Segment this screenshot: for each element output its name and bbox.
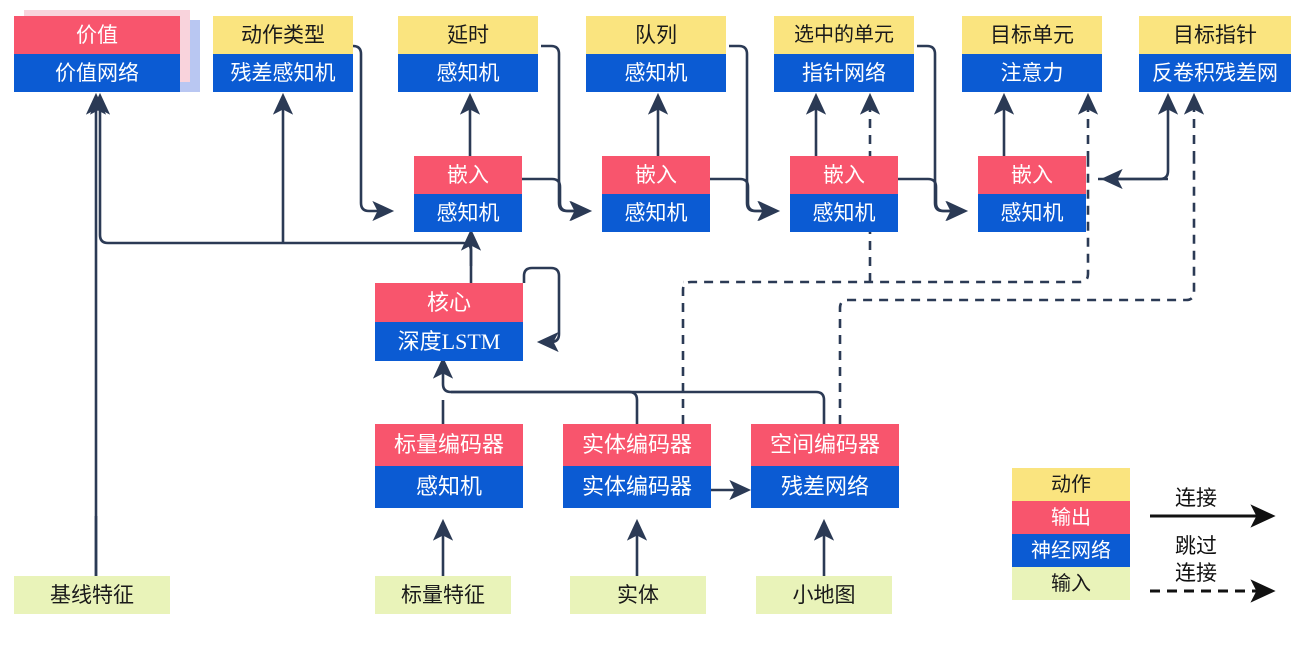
wire-queue-to-embed3: [729, 44, 780, 222]
legend-swatch-network: 神经网络: [1012, 534, 1130, 567]
embedding-1-network: 感知机: [414, 194, 522, 232]
head-selected-units-network: 指针网络: [774, 54, 914, 92]
encoder-scalar-network: 感知机: [375, 466, 523, 508]
input-scalar-features[interactable]: 标量特征: [375, 576, 511, 614]
embedding-1[interactable]: 嵌入 感知机: [414, 156, 522, 232]
head-target-point-network: 反卷积残差网: [1139, 54, 1291, 92]
embedding-3-output: 嵌入: [790, 156, 898, 194]
wire-embed4-to-deconv: [1098, 92, 1179, 181]
head-value[interactable]: 价值 价值网络: [14, 16, 180, 92]
encoder-spatial-output: 空间编码器: [751, 424, 899, 466]
head-action-type[interactable]: 动作类型 残差感知机: [213, 16, 353, 92]
encoder-scalar[interactable]: 标量编码器 感知机: [375, 424, 523, 508]
wire-entityenc-to-core: [432, 356, 639, 424]
embedding-4-output: 嵌入: [978, 156, 1086, 194]
head-target-unit-action: 目标单元: [962, 16, 1102, 54]
embedding-3-network: 感知机: [790, 194, 898, 232]
wire-delay-to-embed2: [541, 44, 592, 222]
wire-selected-to-embed4: [917, 44, 968, 222]
core-output: 核心: [375, 283, 523, 322]
head-target-unit[interactable]: 目标单元 注意力: [962, 16, 1102, 92]
head-target-point-action: 目标指针: [1139, 16, 1291, 54]
embedding-3[interactable]: 嵌入 感知机: [790, 156, 898, 232]
encoder-entity-output: 实体编码器: [563, 424, 711, 466]
embedding-2-network: 感知机: [602, 194, 710, 232]
encoder-scalar-output: 标量编码器: [375, 424, 523, 466]
head-target-unit-network: 注意力: [962, 54, 1102, 92]
wire-embed2-to-embed3: [709, 177, 781, 222]
head-value-action: 价值: [14, 16, 180, 54]
head-target-point[interactable]: 目标指针 反卷积残差网: [1139, 16, 1291, 92]
embedding-2[interactable]: 嵌入 感知机: [602, 156, 710, 232]
core-network: 深度LSTM: [375, 322, 523, 361]
wire-core-self-loop: [522, 266, 561, 353]
legend-swatches: 动作 输出 神经网络 输入: [1012, 468, 1130, 600]
embedding-4-network: 感知机: [978, 194, 1086, 232]
legend-swatch-input: 输入: [1012, 567, 1130, 600]
encoder-entity[interactable]: 实体编码器 实体编码器: [563, 424, 711, 508]
wire-embed3-to-embed4: [897, 177, 969, 222]
encoder-spatial[interactable]: 空间编码器 残差网络: [751, 424, 899, 508]
embedding-2-output: 嵌入: [602, 156, 710, 194]
head-queue-network: 感知机: [586, 54, 726, 92]
wire-embed1-to-embed2: [521, 177, 593, 222]
head-selected-units-action: 选中的单元: [774, 16, 914, 54]
legend-swatch-action: 动作: [1012, 468, 1130, 501]
input-minimap[interactable]: 小地图: [756, 576, 892, 614]
head-delay[interactable]: 延时 感知机: [398, 16, 538, 92]
legend-skip-label-line2: 连接: [1175, 561, 1217, 585]
core-module[interactable]: 核心 深度LSTM: [375, 283, 523, 361]
embedding-1-output: 嵌入: [414, 156, 522, 194]
head-action-type-network: 残差感知机: [213, 54, 353, 92]
input-entities[interactable]: 实体: [570, 576, 706, 614]
encoder-spatial-network: 残差网络: [751, 466, 899, 508]
head-delay-network: 感知机: [398, 54, 538, 92]
head-selected-units[interactable]: 选中的单元 指针网络: [774, 16, 914, 92]
input-baseline-features[interactable]: 基线特征: [14, 576, 170, 614]
embedding-4[interactable]: 嵌入 感知机: [978, 156, 1086, 232]
head-action-type-action: 动作类型: [213, 16, 353, 54]
encoder-entity-network: 实体编码器: [563, 466, 711, 508]
legend-skip-label-line1: 跳过: [1175, 534, 1217, 558]
head-queue[interactable]: 队列 感知机: [586, 16, 726, 92]
head-delay-action: 延时: [398, 16, 538, 54]
legend-connection-label: 连接: [1175, 486, 1217, 510]
head-queue-action: 队列: [586, 16, 726, 54]
legend-swatch-output: 输出: [1012, 501, 1130, 534]
head-value-network: 价值网络: [14, 54, 180, 92]
wire-spatialenc-to-core: [451, 390, 826, 424]
